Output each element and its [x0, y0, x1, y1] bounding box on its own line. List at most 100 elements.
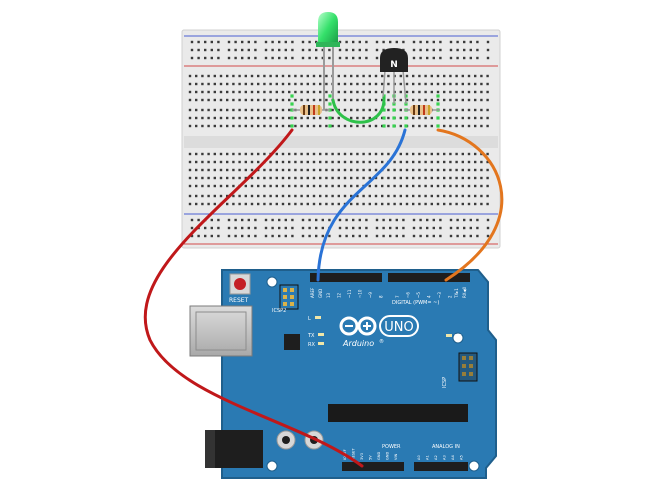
breadboard-hole [188, 184, 192, 188]
breadboard-hole [374, 98, 378, 102]
breadboard-hole [263, 124, 266, 128]
breadboard-hole [424, 168, 427, 172]
digital-header-left [310, 273, 382, 282]
breadboard-hole [210, 234, 213, 238]
breadboard-hole [306, 168, 309, 172]
breadboard-hole [232, 90, 235, 94]
breadboard-hole [244, 202, 247, 206]
icsp2-pin [283, 302, 287, 306]
breadboard-hole [358, 56, 361, 60]
breadboard-hole [352, 226, 355, 230]
connected-hole [328, 116, 332, 120]
breadboard-hole [244, 82, 247, 86]
breadboard [181, 29, 501, 249]
breadboard-hole [234, 226, 237, 230]
breadboard-hole [480, 152, 483, 156]
breadboard-hole [399, 116, 402, 120]
breadboard-hole [455, 82, 458, 86]
breadboard-hole [480, 124, 483, 128]
breadboard-hole [449, 234, 453, 238]
breadboard-hole [381, 98, 384, 102]
breadboard-hole [432, 40, 435, 44]
breadboard-hole [375, 226, 379, 230]
breadboard-hole [300, 202, 303, 206]
breadboard-hole [331, 176, 334, 180]
led-on-indicator [446, 334, 452, 337]
breadboard-hole [190, 56, 194, 60]
breadboard-hole [319, 116, 322, 120]
breadboard-hole [278, 48, 281, 52]
uno-badge [379, 315, 419, 337]
breadboard-hole [418, 82, 421, 86]
breadboard-hole [241, 56, 244, 60]
breadboard-hole [443, 74, 446, 78]
breadboard-hole [308, 56, 311, 60]
breadboard-hole [263, 90, 266, 94]
breadboard-hole [412, 40, 416, 44]
breadboard-hole [247, 218, 250, 222]
breadboard-hole [424, 152, 427, 156]
breadboard-hole [227, 234, 231, 238]
breadboard-hole [389, 40, 392, 44]
breadboard-hole [232, 116, 235, 120]
breadboard-hole [288, 124, 291, 128]
breadboard-hole [449, 48, 453, 52]
breadboard-hole [201, 184, 204, 188]
breadboard-hole [306, 160, 309, 164]
breadboard-hole [412, 218, 416, 222]
digital-pin-label: 12 [337, 292, 342, 298]
breadboard-hole [217, 226, 220, 230]
breadboard-hole [467, 124, 471, 128]
breadboard-hole [405, 176, 409, 180]
reset-button[interactable] [234, 278, 246, 290]
breadboard-hole [250, 98, 254, 102]
breadboard-hole [337, 98, 340, 102]
breadboard-hole [439, 226, 442, 230]
breadboard-hole [365, 56, 368, 60]
breadboard-hole [424, 74, 427, 78]
breadboard-hole [480, 90, 483, 94]
breadboard-hole [241, 234, 244, 238]
icsp2-pin [283, 288, 287, 292]
breadboard-hole [300, 82, 303, 86]
breadboard-hole [365, 218, 368, 222]
breadboard-hole [213, 82, 216, 86]
breadboard-hole [418, 74, 421, 78]
breadboard-hole [474, 194, 477, 198]
breadboard-hole [263, 74, 266, 78]
breadboard-hole [480, 98, 483, 102]
breadboard-hole [278, 234, 281, 238]
breadboard-hole [241, 48, 244, 52]
breadboard-hole [449, 152, 452, 156]
breadboard-hole [232, 74, 235, 78]
breadboard-hole [306, 184, 309, 188]
breadboard-hole [294, 176, 297, 180]
breadboard-hole [486, 176, 489, 180]
connected-hole [382, 124, 386, 128]
breadboard-hole [312, 90, 316, 94]
breadboard-hole [356, 168, 359, 172]
breadboard-hole [356, 90, 359, 94]
breadboard-hole [343, 108, 347, 112]
breadboard-hole [395, 40, 398, 44]
breadboard-hole [201, 152, 204, 156]
breadboard-hole [356, 194, 359, 198]
breadboard-hole [432, 218, 435, 222]
breadboard-hole [300, 116, 303, 120]
breadboard-hole [281, 202, 285, 206]
breadboard-hole [343, 194, 347, 198]
power-pin-label: GND [377, 452, 381, 460]
breadboard-hole [424, 116, 427, 120]
icsp-pin [462, 372, 466, 376]
breadboard-hole [461, 82, 464, 86]
breadboard-hole [418, 152, 421, 156]
breadboard-hole [308, 40, 311, 44]
breadboard-hole [436, 168, 440, 172]
breadboard-hole [456, 48, 459, 52]
breadboard-hole [449, 82, 452, 86]
icsp-header [458, 352, 478, 382]
digital-pin-label: 2 [448, 295, 453, 298]
breadboard-hole [275, 90, 278, 94]
breadboard-hole [238, 176, 241, 180]
breadboard-hole [356, 160, 359, 164]
